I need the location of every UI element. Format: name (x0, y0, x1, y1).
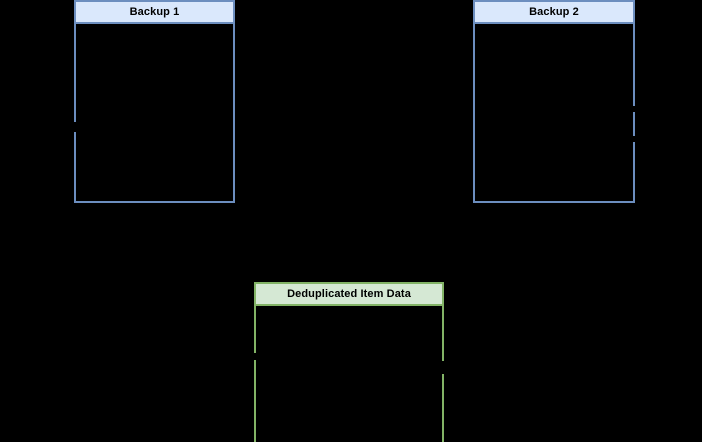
node-deduplicated-item-data-title: Deduplicated Item Data (256, 284, 442, 306)
node-backup-1-left-anchor[interactable] (74, 122, 77, 132)
node-deduplicated-item-data-body (256, 306, 442, 442)
node-deduplicated-item-data-left-anchor[interactable] (254, 353, 257, 360)
node-backup-1[interactable]: Backup 1 (74, 0, 235, 203)
node-deduplicated-item-data-right-anchor[interactable] (441, 361, 444, 374)
node-backup-2-title: Backup 2 (475, 2, 633, 24)
node-backup-2-right-anchor-lower[interactable] (632, 136, 635, 142)
node-backup-1-body (76, 24, 233, 201)
node-backup-2-body (475, 24, 633, 201)
node-backup-2[interactable]: Backup 2 (473, 0, 635, 203)
node-backup-1-title: Backup 1 (76, 2, 233, 24)
node-backup-2-right-anchor-upper[interactable] (632, 106, 635, 112)
node-deduplicated-item-data[interactable]: Deduplicated Item Data (254, 282, 444, 442)
